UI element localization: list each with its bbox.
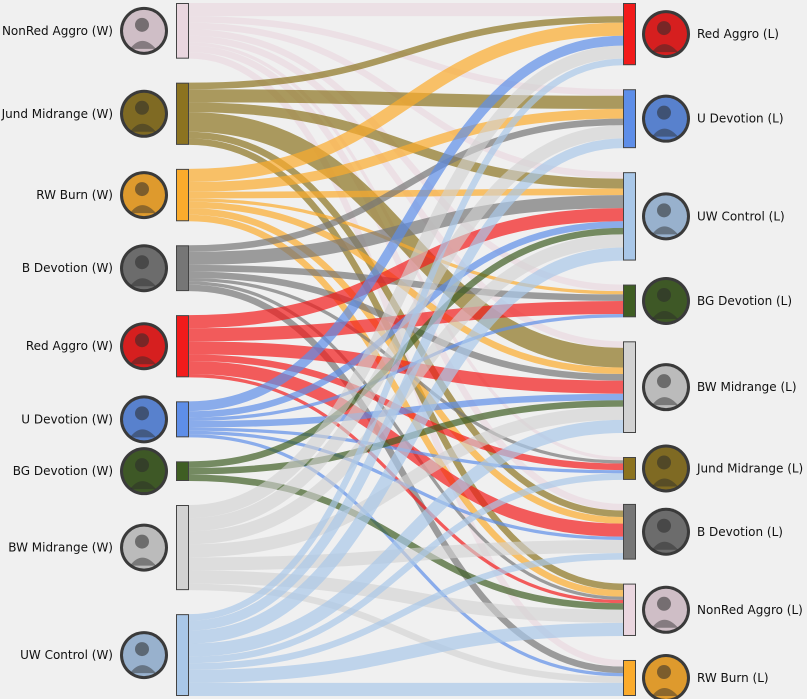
nonred-aggro-portrait-icon: [120, 6, 168, 55]
node-label: NonRed Aggro (L): [697, 603, 803, 617]
node-label: Jund Midrange (W): [1, 107, 113, 121]
bg-devotion-portrait-icon: [120, 447, 168, 496]
node-label: B Devotion (W): [22, 261, 113, 275]
node-label: BG Devotion (L): [697, 294, 792, 308]
u-devotion-portrait-icon: [642, 94, 690, 143]
flow-uw-control-to-jund-midrange[interactable]: [188, 473, 624, 664]
b-devotion-portrait-icon: [642, 507, 690, 556]
node-bar[interactable]: [623, 659, 636, 697]
flow-bw-midrange-to-red-aggro[interactable]: [188, 45, 624, 519]
flow-jund-midrange-to-bw-midrange[interactable]: [188, 112, 624, 368]
node-bar[interactable]: [176, 461, 189, 481]
flow-b-devotion-to-u-devotion[interactable]: [188, 118, 624, 252]
node-bar[interactable]: [623, 457, 636, 480]
flow-uw-control-to-b-devotion[interactable]: [188, 553, 624, 670]
bg-devotion-portrait-icon: [642, 276, 690, 325]
node-bar[interactable]: [176, 168, 189, 222]
node-label: B Devotion (L): [697, 525, 783, 539]
right-node-bw-midrange[interactable]: BW Midrange (L): [623, 341, 797, 433]
node-label: BW Midrange (W): [8, 541, 113, 555]
flow-rw-burn-to-bg-devotion[interactable]: [188, 198, 624, 295]
node-label: BW Midrange (L): [697, 380, 797, 394]
left-node-bg-devotion[interactable]: BG Devotion (W): [13, 447, 189, 496]
nodes-layer: NonRed Aggro (W) Jund Midrange (W) RW Burn…: [1, 3, 804, 699]
flows-layer: [188, 3, 624, 697]
uw-control-portrait-icon: [120, 631, 168, 680]
flow-u-devotion-to-red-aggro[interactable]: [188, 35, 624, 412]
node-label: NonRed Aggro (W): [2, 24, 113, 38]
node-label: RW Burn (W): [36, 188, 113, 202]
node-label: U Devotion (W): [21, 412, 113, 426]
node-bar[interactable]: [623, 172, 636, 261]
right-node-rw-burn[interactable]: RW Burn (L): [623, 653, 769, 699]
node-bar[interactable]: [623, 3, 636, 66]
node-label: BG Devotion (W): [13, 464, 113, 478]
flow-u-devotion-to-bw-midrange[interactable]: [188, 393, 624, 428]
right-node-jund-midrange[interactable]: Jund Midrange (L): [623, 444, 804, 493]
right-node-bg-devotion[interactable]: BG Devotion (L): [623, 276, 793, 325]
node-bar[interactable]: [623, 583, 636, 636]
flow-bw-midrange-to-bw-midrange[interactable]: [188, 406, 624, 558]
left-node-u-devotion[interactable]: U Devotion (W): [21, 395, 189, 444]
right-node-u-devotion[interactable]: U Devotion (L): [623, 89, 784, 149]
red-aggro-portrait-icon: [642, 10, 690, 59]
b-devotion-portrait-icon: [120, 244, 168, 293]
node-label: U Devotion (L): [697, 112, 784, 126]
left-node-uw-control[interactable]: UW Control (W): [20, 614, 189, 697]
u-devotion-portrait-icon: [120, 395, 168, 444]
flow-bw-midrange-to-u-devotion[interactable]: [188, 125, 624, 532]
node-label: Jund Midrange (L): [696, 461, 803, 475]
flow-u-devotion-to-bg-devotion[interactable]: [188, 314, 624, 421]
right-node-nonred-aggro[interactable]: NonRed Aggro (L): [623, 583, 803, 636]
node-label: Red Aggro (L): [697, 27, 779, 41]
red-aggro-portrait-icon: [120, 322, 168, 371]
right-node-uw-control[interactable]: UW Control (L): [623, 172, 785, 261]
flow-jund-midrange-to-red-aggro[interactable]: [188, 16, 624, 90]
flow-uw-control-to-u-devotion[interactable]: [188, 138, 624, 631]
flow-rw-burn-to-red-aggro[interactable]: [188, 22, 624, 182]
left-node-b-devotion[interactable]: B Devotion (W): [22, 244, 189, 293]
node-label: Red Aggro (W): [26, 339, 113, 353]
rw-burn-portrait-icon: [642, 653, 690, 699]
node-bar[interactable]: [176, 614, 189, 697]
left-node-bw-midrange[interactable]: BW Midrange (W): [8, 505, 189, 591]
node-bar[interactable]: [176, 315, 189, 378]
node-bar[interactable]: [176, 3, 189, 59]
left-node-jund-midrange[interactable]: Jund Midrange (W): [1, 82, 189, 145]
jund-midrange-portrait-icon: [642, 444, 690, 493]
flow-uw-control-to-bw-midrange[interactable]: [188, 419, 624, 657]
nonred-aggro-portrait-icon: [642, 585, 690, 634]
left-node-red-aggro[interactable]: Red Aggro (W): [26, 315, 189, 378]
node-label: UW Control (W): [20, 648, 113, 662]
uw-control-portrait-icon: [642, 192, 690, 241]
node-bar[interactable]: [623, 284, 636, 318]
node-bar[interactable]: [623, 341, 636, 433]
left-node-nonred-aggro[interactable]: NonRed Aggro (W): [2, 3, 189, 59]
flow-bw-midrange-to-b-devotion[interactable]: [188, 539, 624, 571]
bw-midrange-portrait-icon: [120, 523, 168, 572]
rw-burn-portrait-icon: [120, 171, 168, 220]
node-bar[interactable]: [176, 505, 189, 591]
node-label: UW Control (L): [697, 209, 785, 223]
node-bar[interactable]: [176, 401, 189, 438]
flow-bw-midrange-to-nonred-aggro[interactable]: [188, 570, 624, 623]
node-bar[interactable]: [176, 82, 189, 145]
flow-uw-control-to-nonred-aggro[interactable]: [188, 622, 624, 683]
flow-uw-control-to-uw-control[interactable]: [188, 247, 624, 644]
right-node-red-aggro[interactable]: Red Aggro (L): [623, 3, 779, 66]
node-bar[interactable]: [176, 245, 189, 292]
flow-rw-burn-to-u-devotion[interactable]: [188, 108, 624, 192]
jund-midrange-portrait-icon: [120, 89, 168, 138]
flow-uw-control-to-red-aggro[interactable]: [188, 58, 624, 621]
bw-midrange-portrait-icon: [642, 363, 690, 412]
node-label: RW Burn (L): [697, 671, 769, 685]
node-bar[interactable]: [623, 503, 636, 560]
right-node-b-devotion[interactable]: B Devotion (L): [623, 503, 783, 560]
flow-rw-burn-to-uw-control[interactable]: [188, 188, 624, 199]
left-node-rw-burn[interactable]: RW Burn (W): [36, 168, 189, 222]
node-bar[interactable]: [623, 89, 636, 149]
